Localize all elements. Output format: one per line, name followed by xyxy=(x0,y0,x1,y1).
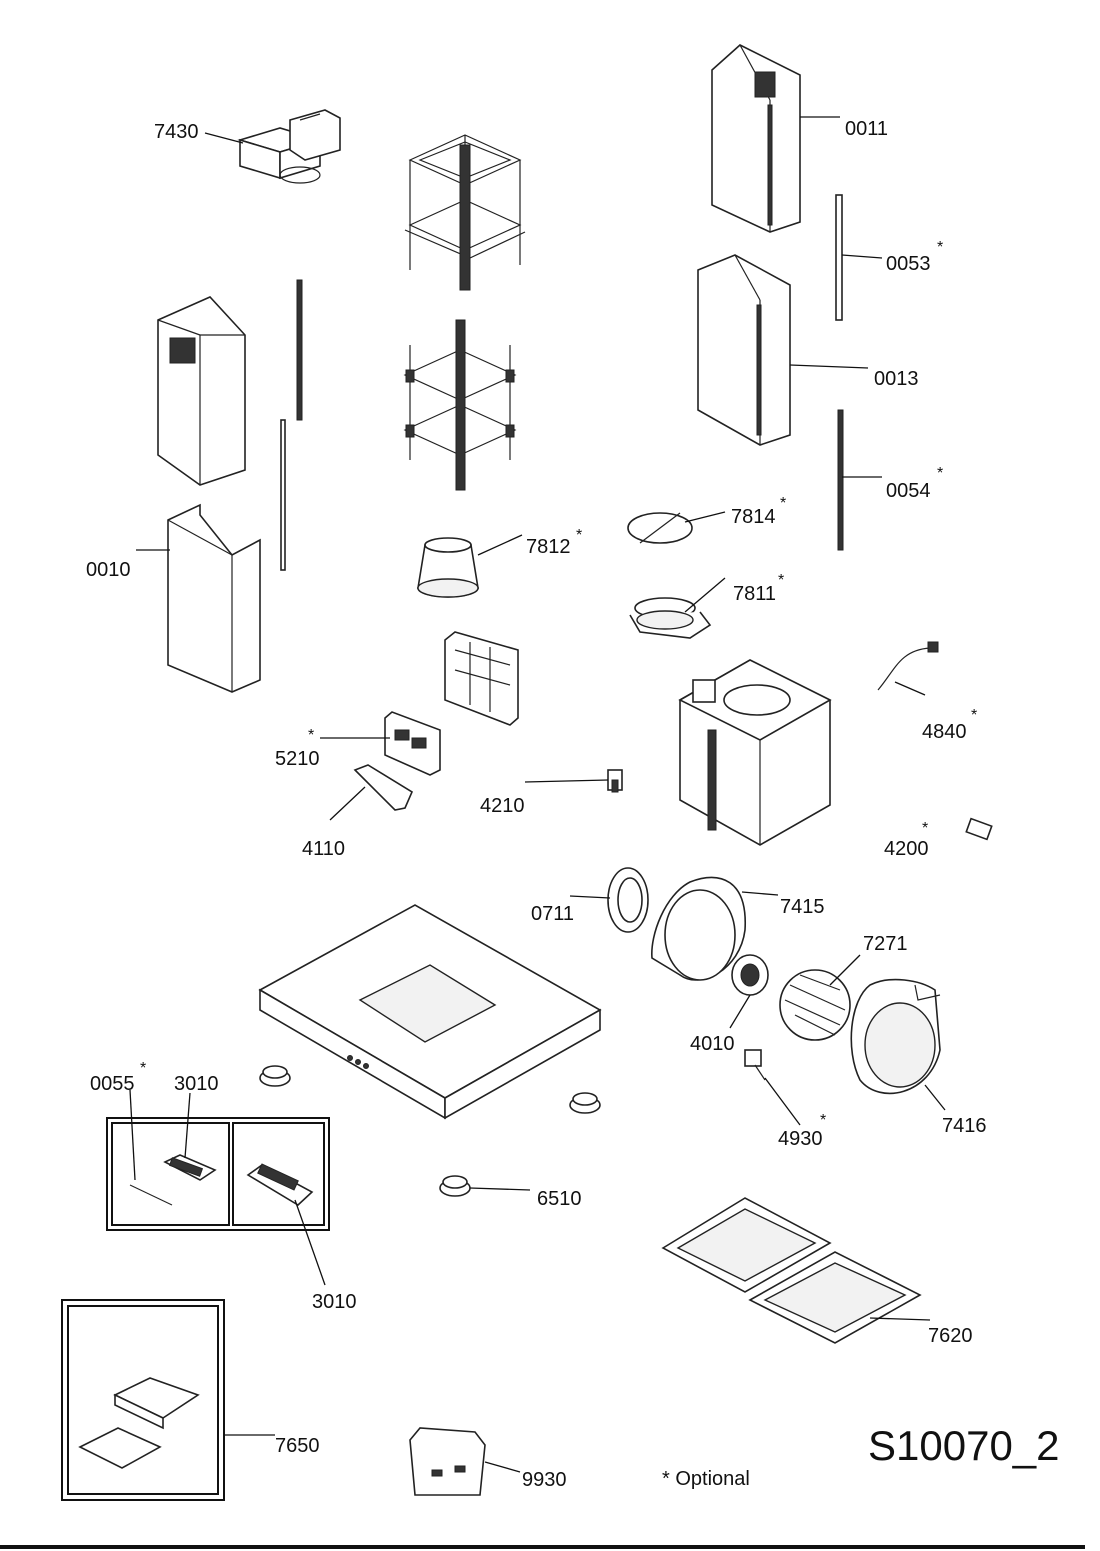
optional-mark-0055: * xyxy=(140,1060,146,1077)
label-4840: 4840 xyxy=(922,721,967,743)
valve-ring-7811 xyxy=(629,597,712,639)
diagram-code: S10070_2 xyxy=(868,1422,1060,1469)
hood-canopy xyxy=(258,904,602,1120)
optional-mark-0053: * xyxy=(937,239,943,256)
motor-4010 xyxy=(731,954,769,996)
label-4200: 4200 xyxy=(884,838,929,860)
control-module-box xyxy=(106,1117,330,1231)
label-7811: 7811 xyxy=(733,583,776,605)
strip-left-lower xyxy=(280,419,286,571)
strip-0053 xyxy=(835,194,843,321)
label-0013: 0013 xyxy=(874,368,919,390)
label-0011: 0011 xyxy=(845,118,888,140)
optional-mark-7812: * xyxy=(576,527,582,544)
housing-half-7415 xyxy=(651,876,746,981)
bottom-rule xyxy=(0,1545,1085,1549)
carbon-filter-kit-7650 xyxy=(61,1299,225,1501)
upper-chimney-0011 xyxy=(711,44,801,233)
fan-housing-7416 xyxy=(850,978,941,1095)
lower-chimney-0013 xyxy=(697,254,791,446)
impeller-7271 xyxy=(779,969,851,1041)
optional-mark-4930: * xyxy=(820,1112,826,1129)
capacitor-4200 xyxy=(965,817,993,841)
label-7416: 7416 xyxy=(942,1115,987,1137)
filter-cartridge xyxy=(444,631,519,726)
cover-4110 xyxy=(353,764,414,811)
strip-0054 xyxy=(837,409,844,551)
lower-support-frame xyxy=(403,319,517,491)
optional-mark-7811: * xyxy=(778,572,784,589)
ring-0711 xyxy=(607,867,649,933)
optional-mark-7814: * xyxy=(780,495,786,512)
optional-mark-4200: * xyxy=(922,820,928,837)
optional-mark-4840: * xyxy=(971,707,977,724)
label-6510: 6510 xyxy=(537,1188,582,1210)
label-0055: 0055 xyxy=(90,1073,135,1095)
label-7271: 7271 xyxy=(863,933,908,955)
optional-mark-0054: * xyxy=(937,465,943,482)
lower-chimney-0010 xyxy=(167,503,261,693)
label-4210: 4210 xyxy=(480,795,525,817)
label-9930: 9930 xyxy=(522,1469,567,1491)
label-4010: 4010 xyxy=(690,1033,735,1055)
label-0054: 0054 xyxy=(886,480,931,502)
cable-4840 xyxy=(877,641,939,691)
switch-4210 xyxy=(607,769,623,793)
optional-legend: * Optional xyxy=(662,1468,750,1490)
label-7812: 7812 xyxy=(526,536,571,558)
knob-right xyxy=(569,1092,601,1114)
duct-collar-7812 xyxy=(417,537,479,598)
upper-support-frame xyxy=(404,134,526,291)
label-7620: 7620 xyxy=(928,1325,973,1347)
label-7650: 7650 xyxy=(275,1435,320,1457)
label-3010-upper: 3010 xyxy=(174,1073,219,1095)
label-3010-lower: 3010 xyxy=(312,1291,357,1313)
backdraft-flap-7814 xyxy=(627,512,693,544)
hardware-bag-9930 xyxy=(409,1427,486,1496)
knob-6510 xyxy=(439,1175,471,1197)
knob-left xyxy=(259,1065,291,1087)
upper-chimney-left xyxy=(157,296,246,486)
label-0010: 0010 xyxy=(86,559,131,581)
label-4930: 4930 xyxy=(778,1128,823,1150)
leader-lines xyxy=(129,116,946,1473)
label-0053: 0053 xyxy=(886,253,931,275)
label-0711: 0711 xyxy=(531,903,574,925)
label-5210: 5210 xyxy=(275,748,320,770)
optional-mark-5210: * xyxy=(308,727,314,744)
label-7415: 7415 xyxy=(780,896,825,918)
label-7814: 7814 xyxy=(731,506,776,528)
part-4930 xyxy=(744,1049,766,1081)
control-board-5210 xyxy=(384,711,441,776)
motor-housing xyxy=(678,659,832,846)
grease-filters-7620 xyxy=(661,1197,922,1344)
label-4110: 4110 xyxy=(302,838,345,860)
label-7430: 7430 xyxy=(154,121,199,143)
strip-left-upper xyxy=(296,279,303,421)
duct-adaptor-7430 xyxy=(237,109,341,184)
